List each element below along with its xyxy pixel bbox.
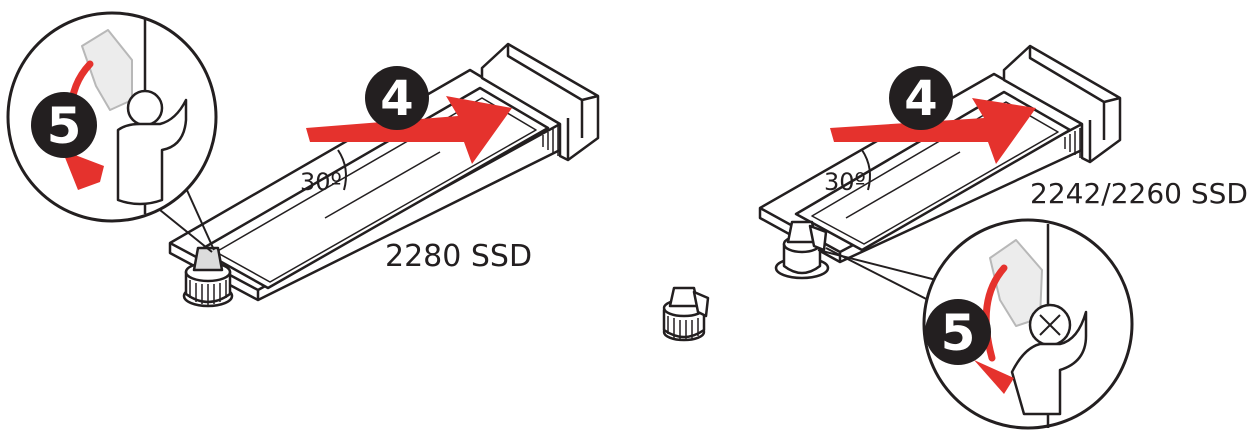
left-standoff	[182, 246, 234, 308]
right-rotate-arrowhead-icon	[974, 360, 1014, 394]
right-step4-badge: 4	[889, 66, 953, 130]
left-callout-line-b	[185, 187, 215, 251]
left-angle-arc	[337, 149, 347, 191]
right-callout-line-b	[825, 247, 941, 307]
right-rotate-arrow-icon	[982, 264, 1008, 362]
left-zoom-content	[81, 18, 188, 214]
right-ssd-label: 2242/2260 SSD	[1030, 177, 1248, 210]
right-angle-arc	[861, 149, 871, 191]
left-step5-number: 5	[47, 97, 82, 155]
right-connector-pins	[1064, 128, 1081, 158]
left-callout-line-a	[159, 209, 213, 253]
left-step4-badge: 4	[365, 66, 429, 130]
right-connector-face	[1028, 46, 1121, 162]
right-ssd-label-line	[845, 151, 961, 219]
left-rotate-arrowhead-icon	[62, 150, 104, 190]
right-insert-arrow-icon	[830, 98, 1036, 164]
left-connector-pins	[542, 126, 559, 156]
right-zoom-circle	[922, 218, 1134, 430]
left-step4-number: 4	[380, 71, 413, 127]
loose-standoff-icon	[662, 286, 710, 342]
left-ssd-label: 2280 SSD	[385, 239, 532, 274]
left-step5-badge: 5	[31, 92, 97, 158]
right-step5-number: 5	[941, 304, 976, 362]
right-zoom-content	[989, 224, 1088, 428]
right-standoff	[774, 220, 830, 280]
left-ssd-label-line	[324, 151, 441, 219]
left-connector-face	[506, 44, 599, 160]
left-ssd-card-inner	[215, 97, 537, 283]
right-angle-label: 30º	[824, 168, 866, 196]
right-step5-badge: 5	[925, 299, 991, 365]
left-angle-label: 30º	[300, 168, 342, 196]
right-step4-number: 4	[904, 71, 937, 127]
right-screw-cross-icon	[1039, 314, 1061, 336]
left-zoom-circle	[6, 11, 218, 223]
left-insert-arrow-icon	[306, 96, 512, 164]
